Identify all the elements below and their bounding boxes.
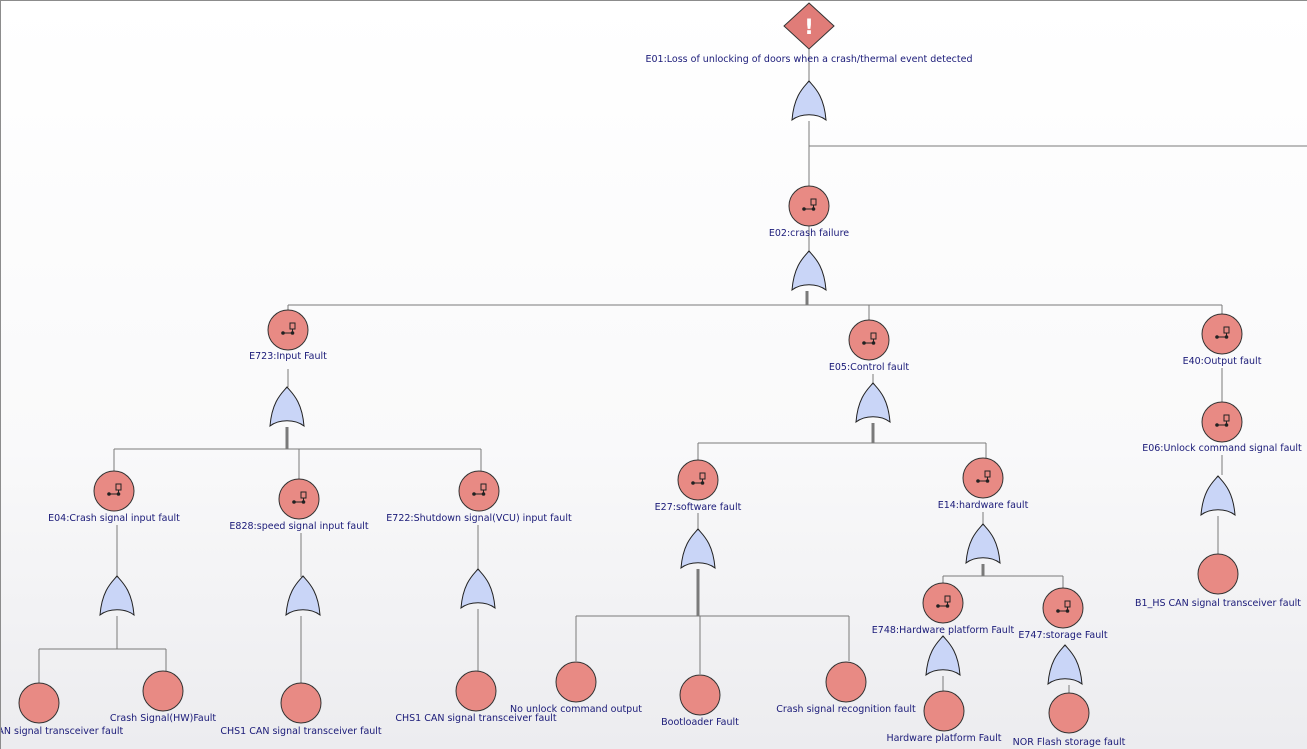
top-event[interactable]: ! E01:Loss of unlocking of doors when a …	[645, 2, 973, 65]
basic-event-hw-platform[interactable]: Hardware platform Fault	[886, 690, 1002, 744]
warning-glyph: !	[804, 15, 814, 39]
or-gate-e27[interactable]	[680, 528, 716, 569]
event-label: E02:crash failure	[769, 228, 849, 239]
warning-icon	[783, 2, 835, 50]
event-node-e27[interactable]: E27:software fault	[655, 459, 742, 513]
basic-event-bootloader[interactable]: Bootloader Fault	[661, 674, 739, 728]
basic-event-label: B1_HS CAN signal transceiver fault	[1135, 598, 1301, 609]
or-gate-e01[interactable]	[791, 80, 827, 121]
or-gate-e722[interactable]	[460, 568, 496, 609]
connectors	[38, 49, 1307, 693]
basic-event-label: Bootloader Fault	[661, 717, 739, 728]
or-gate-e06[interactable]	[1200, 475, 1236, 516]
or-gate-e747[interactable]	[1047, 644, 1083, 685]
event-label: E04:Crash signal input fault	[48, 513, 180, 524]
event-label: E14:hardware fault	[938, 500, 1029, 511]
event-label: E722:Shutdown signal(VCU) input fault	[386, 513, 572, 524]
basic-event-label: NOR Flash storage fault	[1013, 737, 1126, 748]
basic-event-label: Crash signal recognition fault	[776, 704, 916, 715]
event-label: E828:speed signal input fault	[229, 521, 368, 532]
event-label: E723:Input Fault	[249, 351, 327, 362]
basic-event-label: CAN signal transceiver fault	[1, 726, 124, 737]
event-label: E27:software fault	[655, 502, 742, 513]
basic-event-label: CHS1 CAN signal transceiver fault	[220, 726, 382, 737]
event-label: E06:Unlock command signal fault	[1142, 443, 1302, 454]
basic-event-chs1-can-a[interactable]: CHS1 CAN signal transceiver fault	[220, 682, 382, 737]
basic-event-chs1-can-b[interactable]: CHS1 CAN signal transceiver fault	[395, 670, 557, 724]
event-node-e723[interactable]: E723:Input Fault	[249, 309, 327, 362]
top-event-label: E01:Loss of unlocking of doors when a cr…	[645, 54, 972, 65]
or-gate-e828[interactable]	[285, 575, 321, 616]
or-gate-e723[interactable]	[269, 386, 305, 427]
basic-event-crash-signal-hw[interactable]: Crash Signal(HW)Fault	[110, 670, 217, 724]
or-gate-e02[interactable]	[791, 250, 827, 291]
event-label: E05:Control fault	[829, 362, 909, 373]
or-gate-e04[interactable]	[99, 575, 135, 616]
event-node-e06[interactable]: E06:Unlock command signal fault	[1142, 401, 1302, 454]
event-node-e14[interactable]: E14:hardware fault	[938, 457, 1029, 511]
event-node-e747[interactable]: E747:storage Fault	[1018, 587, 1108, 641]
event-label: E748:Hardware platform Fault	[872, 625, 1015, 636]
basic-event-nor-flash[interactable]: NOR Flash storage fault	[1013, 692, 1126, 748]
basic-event-label: Crash Signal(HW)Fault	[110, 713, 217, 724]
event-node-e04[interactable]: E04:Crash signal input fault	[48, 470, 180, 524]
or-gate-e14[interactable]	[965, 523, 1001, 564]
basic-event-label: CHS1 CAN signal transceiver fault	[395, 713, 557, 724]
event-node-e828[interactable]: E828:speed signal input fault	[229, 478, 369, 532]
event-node-e02[interactable]: E02:crash failure	[769, 185, 849, 239]
event-label: E747:storage Fault	[1018, 630, 1108, 641]
basic-event-b1-hs-can[interactable]: B1_HS CAN signal transceiver fault	[1135, 553, 1301, 609]
basic-event-label: Hardware platform Fault	[886, 733, 1001, 744]
event-node-e40[interactable]: E40:Output fault	[1183, 313, 1262, 367]
event-label: E40:Output fault	[1183, 356, 1262, 367]
basic-event-label: No unlock command output	[510, 704, 642, 715]
event-node-e722[interactable]: E722:Shutdown signal(VCU) input fault	[386, 470, 572, 524]
or-gate-e748[interactable]	[925, 635, 961, 676]
basic-event-no-unlock[interactable]: No unlock command output	[510, 661, 642, 715]
basic-event-crash-recognition[interactable]: Crash signal recognition fault	[776, 661, 916, 715]
event-node-e748[interactable]: E748:Hardware platform Fault	[872, 582, 1015, 636]
event-node-e05[interactable]: E05:Control fault	[829, 319, 909, 373]
or-gate-e05[interactable]	[855, 382, 891, 423]
basic-event-can-transceiver[interactable]: CAN signal transceiver fault	[1, 682, 124, 737]
